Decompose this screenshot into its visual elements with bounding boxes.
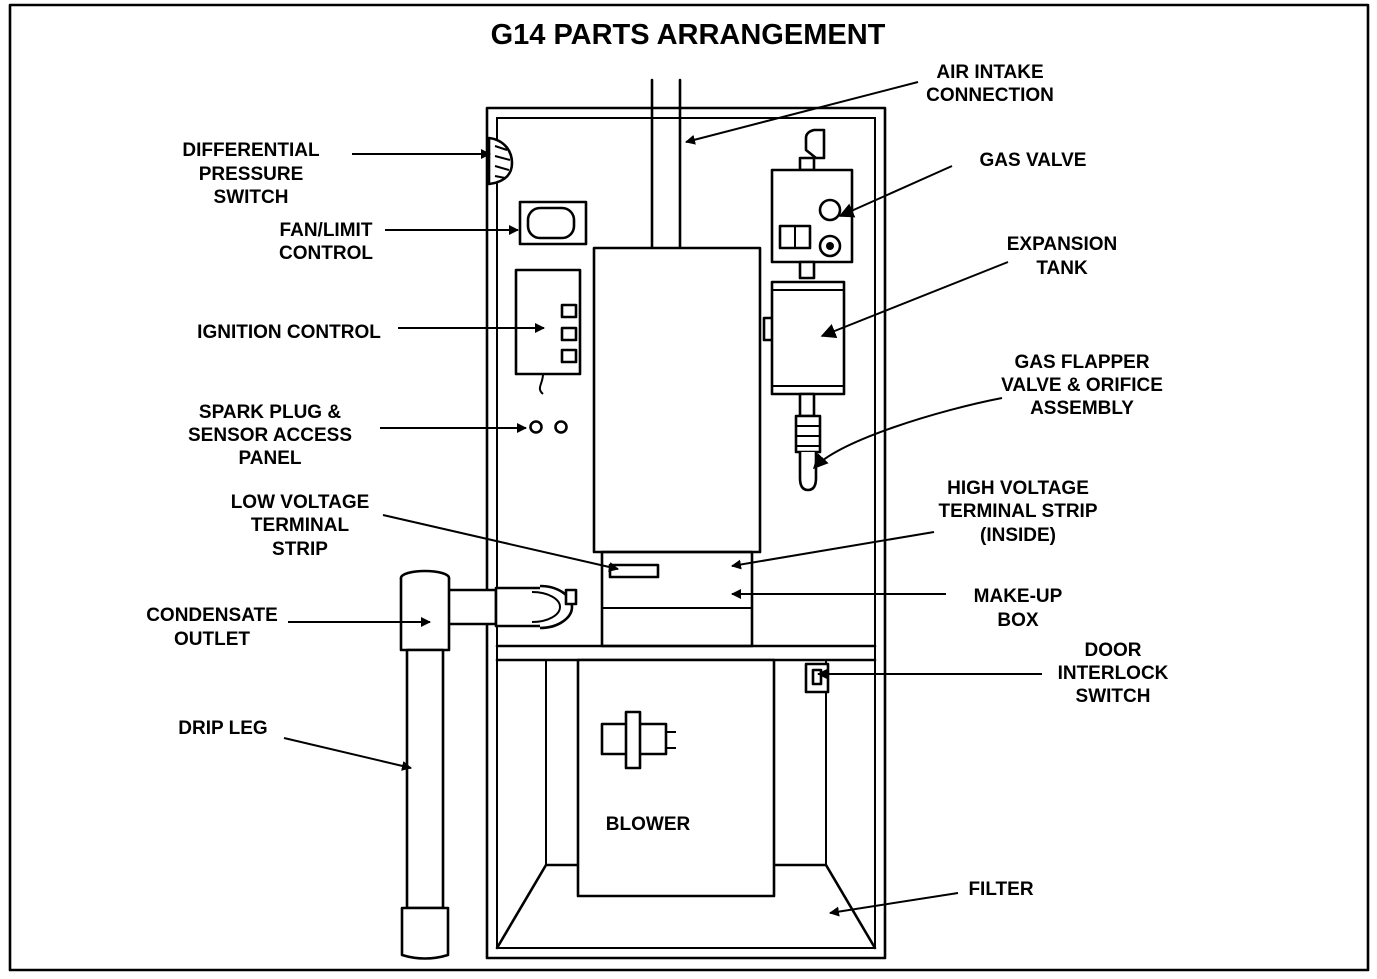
outer-frame	[8, 3, 1370, 972]
gas-valve	[770, 128, 854, 280]
gas-valve-arrow	[838, 165, 953, 218]
expansion-tank-arrow	[820, 261, 1009, 338]
low-voltage-terminal-strip	[608, 563, 660, 579]
fan-limit-control	[518, 200, 588, 246]
low-voltage-arrow	[382, 514, 619, 572]
label-ignition-control: IGNITION CONTROL	[197, 322, 381, 343]
make-up-box	[600, 550, 754, 648]
label-filter: FILTER	[968, 879, 1033, 900]
ignition-control	[514, 268, 582, 395]
blower	[576, 658, 776, 898]
label-blower: BLOWER	[606, 814, 691, 835]
expansion-tank	[762, 280, 846, 418]
drip-leg-arrow	[283, 737, 412, 771]
filter-arrow	[829, 892, 959, 917]
spark-plug-access-panel	[529, 420, 568, 434]
air-intake-pipe	[650, 78, 682, 250]
flapper-valve-arrow	[812, 397, 1003, 470]
high-voltage-arrow	[731, 531, 935, 570]
condensate-trap	[399, 569, 578, 910]
label-gas-valve: GAS VALVE	[980, 150, 1087, 171]
label-drip-leg: DRIP LEG	[178, 718, 267, 739]
diagram-title: G14 PARTS ARRANGEMENT	[491, 19, 886, 51]
heat-exchanger	[592, 246, 762, 554]
drip-leg	[400, 906, 450, 960]
gas-flapper-valve	[794, 414, 822, 492]
differential-pressure-switch	[487, 136, 514, 186]
leader-lines	[283, 81, 1042, 917]
air-intake-arrow	[685, 81, 919, 145]
door-interlock-switch	[804, 662, 830, 694]
